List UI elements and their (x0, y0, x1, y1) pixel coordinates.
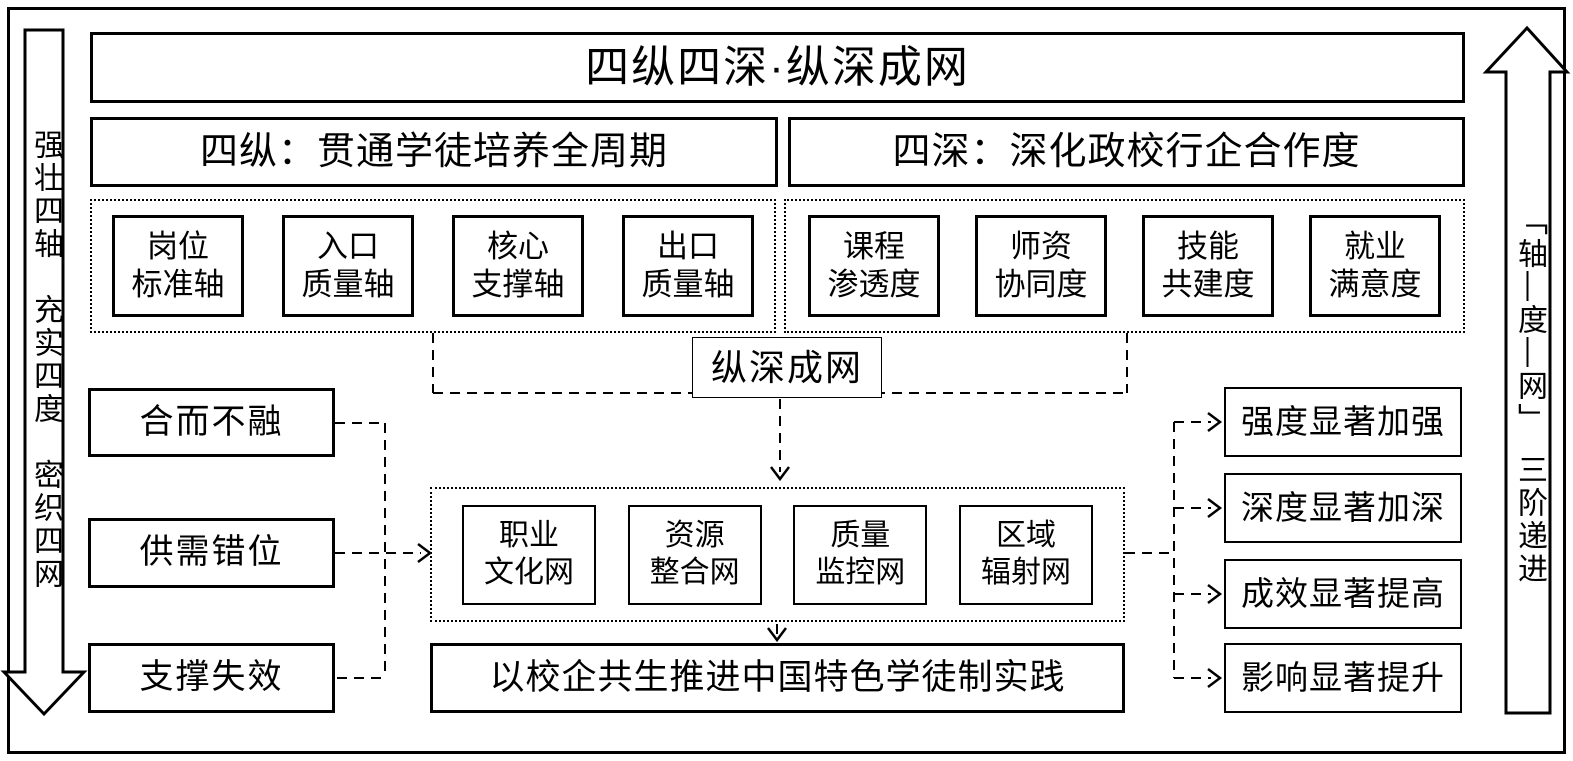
outer-border (7, 7, 1566, 754)
four-shen-header: 四深：深化政校行企合作度 (788, 117, 1465, 187)
axis-box: 出口 质量轴 (622, 215, 754, 317)
outcome-statement-box: 以校企共生推进中国特色学徒制实践 (430, 643, 1125, 713)
arrowheads (417, 412, 1223, 688)
problem-box: 合而不融 (88, 388, 335, 457)
up-arrow-shape (1482, 25, 1571, 715)
right-arrowhead-feed (417, 543, 433, 563)
mid-label-box: 纵深成网 (692, 337, 882, 398)
outcome-box: 强度显著加强 (1224, 387, 1462, 457)
problem-box: 供需错位 (88, 518, 335, 588)
network-box: 资源 整合网 (627, 504, 762, 605)
axis-box: 入口 质量轴 (282, 215, 414, 317)
four-degrees-group: 课程 渗透度 师资 协同度 技能 共建度 就业 满意度 (784, 199, 1465, 333)
four-axes-group: 岗位 标准轴 入口 质量轴 核心 支撑轴 出口 质量轴 (90, 199, 776, 333)
axis-box: 岗位 标准轴 (112, 215, 244, 317)
right-arrowhead-outcome-3 (1207, 584, 1223, 604)
axis-box: 核心 支撑轴 (452, 215, 584, 317)
left-arrow-label: 强壮四轴 充实四度 密织四网 (29, 129, 62, 591)
four-zong-header: 四纵：贯通学徒培养全周期 (90, 117, 778, 187)
degree-box: 就业 满意度 (1309, 215, 1441, 317)
outcome-box: 影响显著提升 (1224, 643, 1462, 713)
right-arrowhead-outcome-1 (1207, 412, 1223, 432)
network-box: 区域 辐射网 (958, 504, 1093, 605)
problem-box: 支撑失效 (88, 643, 335, 713)
degree-box: 课程 渗透度 (808, 215, 940, 317)
degree-box: 师资 协同度 (975, 215, 1107, 317)
right-arrowhead-outcome-2 (1207, 498, 1223, 518)
right-arrow-label: 「轴—度—网」 三阶递进 (1513, 204, 1546, 586)
page-title: 四纵四深·纵深成网 (90, 32, 1465, 103)
right-arrowhead-outcome-4 (1207, 668, 1223, 688)
network-box: 职业 文化网 (462, 504, 596, 605)
four-networks-group: 职业 文化网 资源 整合网 质量 监控网 区域 辐射网 (430, 487, 1125, 622)
degree-box: 技能 共建度 (1142, 215, 1274, 317)
outcome-box: 深度显著加深 (1224, 473, 1462, 543)
down-arrowhead-statement (767, 627, 787, 643)
outcome-box: 成效显著提高 (1224, 559, 1462, 629)
down-arrow-shape (0, 28, 88, 717)
down-arrowhead-mid (770, 466, 790, 482)
network-box: 质量 监控网 (793, 504, 928, 605)
